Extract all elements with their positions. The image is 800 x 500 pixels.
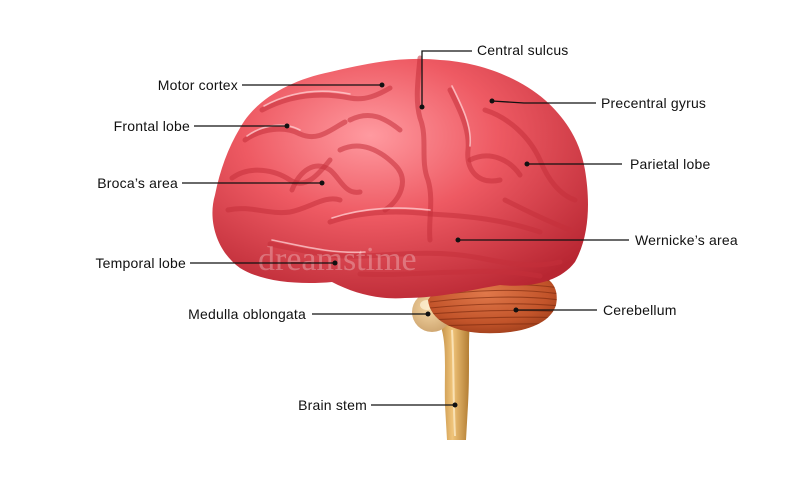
leader-dot-wernickes-area — [455, 237, 461, 243]
leader-dot-central-sulcus — [419, 104, 425, 110]
label-brain-stem: Brain stem — [298, 397, 367, 413]
leader-dot-precentral-gyrus — [489, 98, 495, 104]
label-motor-cortex: Motor cortex — [158, 77, 238, 93]
label-frontal-lobe: Frontal lobe — [114, 118, 190, 134]
label-central-sulcus: Central sulcus — [477, 42, 569, 58]
leader-dot-frontal-lobe — [284, 123, 290, 129]
leader-dot-temporal-lobe — [332, 260, 338, 266]
label-brocas-area: Broca’s area — [97, 175, 178, 191]
label-medulla-oblongata: Medulla oblongata — [188, 306, 306, 322]
leader-precentral-gyrus — [491, 100, 596, 104]
leader-dot-brocas-area — [319, 180, 325, 186]
cerebrum-shape — [212, 55, 588, 299]
labels: Central sulcus Motor cortex Precentral g… — [95, 42, 737, 413]
watermark: dreamstime — [258, 241, 417, 278]
label-wernickes-area: Wernicke’s area — [635, 232, 738, 248]
leader-dot-cerebellum — [513, 307, 519, 313]
label-temporal-lobe: Temporal lobe — [95, 255, 186, 271]
leader-dot-brain-stem — [452, 402, 458, 408]
leader-dot-medulla-oblongata — [425, 311, 431, 317]
label-precentral-gyrus: Precentral gyrus — [601, 95, 706, 111]
leader-central-sulcus — [421, 50, 472, 107]
label-cerebellum: Cerebellum — [603, 302, 677, 318]
brain-stem-shape — [438, 320, 470, 440]
label-parietal-lobe: Parietal lobe — [630, 156, 710, 172]
leader-dot-parietal-lobe — [524, 161, 530, 167]
leader-lines — [182, 50, 629, 408]
leader-dot-motor-cortex — [379, 82, 385, 88]
